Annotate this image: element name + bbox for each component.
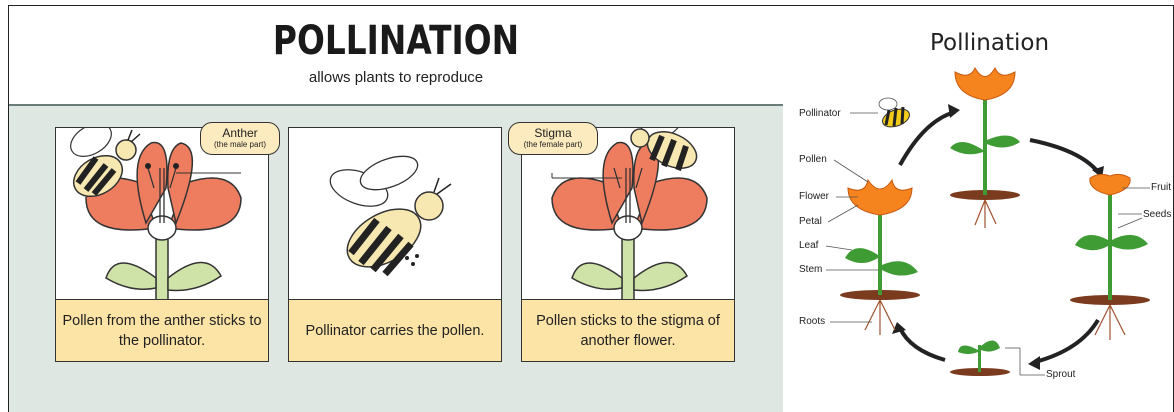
label-petal: Petal bbox=[799, 216, 822, 227]
arrowhead-icon bbox=[948, 104, 960, 118]
cycle-arrow bbox=[1030, 140, 1098, 172]
leaf-icon bbox=[950, 142, 983, 154]
cycle-arrow bbox=[900, 328, 945, 360]
label-pollen: Pollen bbox=[799, 154, 827, 165]
arrowhead-icon bbox=[1028, 356, 1040, 370]
label-fruit: Fruit bbox=[1151, 182, 1171, 193]
cycle-arrow bbox=[1035, 320, 1098, 362]
flower-stage-top bbox=[950, 68, 1020, 228]
bee-icon bbox=[879, 98, 912, 130]
sprout-stage bbox=[950, 340, 1010, 376]
leaf-icon bbox=[981, 340, 1000, 351]
cycle-arrow bbox=[900, 112, 955, 165]
fruit-icon bbox=[1090, 174, 1130, 195]
label-flower: Flower bbox=[799, 191, 829, 202]
leaf-icon bbox=[987, 135, 1020, 147]
label-leaf: Leaf bbox=[799, 240, 818, 251]
leaf-icon bbox=[1112, 235, 1148, 250]
flower-stage-left bbox=[840, 180, 920, 335]
leaf-icon bbox=[958, 345, 978, 354]
label-stem: Stem bbox=[799, 264, 822, 275]
fruit-stage-right bbox=[1070, 174, 1150, 340]
leaf-icon bbox=[1075, 235, 1108, 250]
label-sprout: Sprout bbox=[1046, 369, 1075, 380]
leaf-icon bbox=[845, 248, 878, 263]
flower-icon bbox=[848, 180, 912, 215]
label-seeds: Seeds bbox=[1143, 209, 1171, 220]
flower-icon bbox=[955, 68, 1015, 100]
label-pollinator: Pollinator bbox=[799, 108, 841, 119]
leaf-icon bbox=[882, 261, 918, 275]
label-roots: Roots bbox=[799, 316, 825, 327]
